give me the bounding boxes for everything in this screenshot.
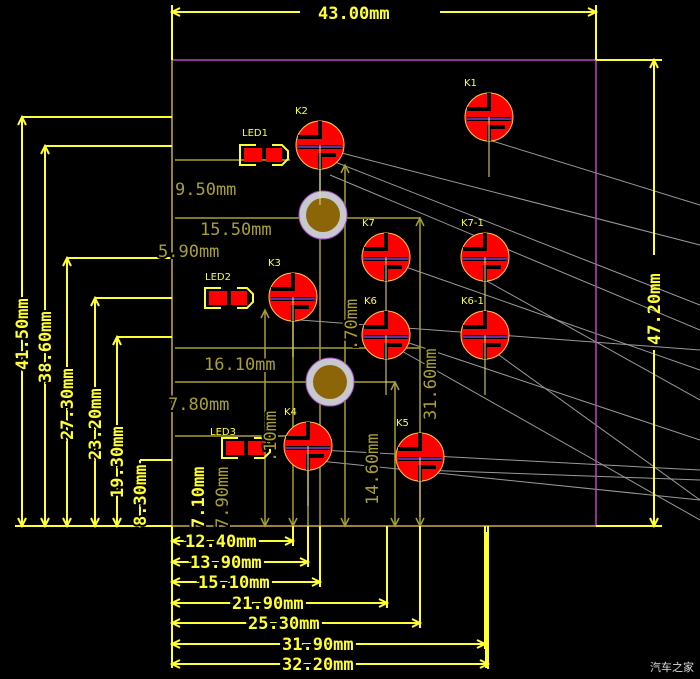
dimension-right-height: 47.20mm [645, 273, 665, 345]
switch-pad-k6-1 [460, 310, 510, 395]
ratsnest-line [319, 449, 700, 471]
ratsnest-line [329, 159, 700, 306]
arrowhead [260, 517, 270, 528]
arrowhead [17, 517, 27, 529]
arrowhead [390, 380, 400, 391]
pad-label-3: K7-1 [461, 218, 484, 229]
dimension-left-4: 19.30mm [108, 426, 128, 498]
dimension-left-1: 38.60mm [36, 311, 56, 383]
arrowhead [299, 557, 311, 567]
switch-pad-k5 [395, 432, 445, 517]
dimension-left-5: 8.30mm [131, 465, 151, 526]
arrowhead [62, 255, 72, 267]
ratsnest-lines [299, 139, 700, 521]
ratsnest-line [484, 344, 700, 501]
arrowhead [415, 216, 425, 227]
arrowhead [169, 7, 181, 17]
arrowhead [40, 517, 50, 529]
inner-dimension-2: 5.90mm [158, 242, 219, 262]
inner-vertical-dimension-0: .70mm [342, 299, 362, 350]
arrowhead [62, 517, 72, 529]
arrowhead [284, 536, 296, 546]
arrowhead [40, 143, 50, 155]
dimension-bottom-0: 12.40mm [185, 532, 257, 552]
led-label-1: LED1 [242, 128, 268, 139]
arrowhead [649, 57, 659, 69]
arrowhead [378, 598, 390, 608]
dimension-bottom-5: 31.90mm [282, 635, 354, 655]
switch-pad-k4 [283, 421, 333, 506]
ratsnest-line [399, 264, 700, 371]
ratsnest-line [399, 339, 700, 441]
ratsnest-line [309, 459, 700, 501]
arrowhead [340, 163, 350, 174]
arrowhead [135, 517, 145, 529]
arrowhead [90, 517, 100, 529]
ratsnest-line [419, 469, 700, 481]
arrowhead [390, 517, 400, 528]
dimension-lines [15, 5, 662, 669]
arrowhead [340, 517, 350, 528]
pad-label-5: K6 [364, 296, 377, 307]
led-footprint-2 [204, 287, 254, 309]
ratsnest-line [329, 149, 700, 246]
ratsnest-line [488, 139, 700, 206]
pad-label-4: K3 [268, 258, 281, 269]
switch-pad-k6 [361, 310, 411, 395]
dimension-bottom-4: 25.30mm [248, 614, 320, 634]
switch-pad-k1 [464, 92, 514, 177]
mounting-hole-drill [306, 198, 340, 232]
inner-dimension-0: 9.50mm [175, 180, 236, 200]
inner-vertical-dimension-4: 7.90mm [213, 467, 233, 528]
ratsnest-line [484, 279, 700, 401]
arrowhead [587, 7, 599, 17]
dimension-bottom-6: 32.20mm [282, 655, 354, 675]
led-label-3: LED3 [210, 427, 236, 438]
led-footprint-3 [221, 437, 271, 459]
arrowhead [649, 517, 659, 529]
mounting-hole-drill [313, 365, 347, 399]
inner-dimension-4: 7.80mm [168, 395, 229, 415]
inner-dimension-3: 16.10mm [204, 355, 276, 375]
inner-vertical-dimension-1: 31.60mm [421, 348, 441, 420]
switch-pad-k7 [361, 232, 411, 317]
dimension-bottom-2: 15.10mm [198, 573, 270, 593]
inner-vertical-dimension-2: .10mm [261, 411, 281, 462]
inner-vertical-dimension-5: 7.10mm [189, 467, 209, 528]
led-label-2: LED2 [205, 272, 231, 283]
dimension-left-0: 41.50mm [13, 298, 33, 370]
pad-label-0: K1 [464, 78, 477, 89]
dimension-left-2: 27.30mm [58, 368, 78, 440]
arrowhead [411, 618, 423, 628]
pad-label-6: K6-1 [461, 296, 484, 307]
switch-pad-k2 [295, 120, 345, 205]
dimension-bottom-1: 13.90mm [190, 553, 262, 573]
inner-dimension-1: 15.50mm [200, 220, 272, 240]
arrowhead [260, 308, 270, 319]
arrowhead [90, 295, 100, 307]
pad-label-8: K5 [396, 418, 409, 429]
led-footprint-1 [239, 144, 289, 166]
inner-vertical-dimension-3: 14.60mm [363, 433, 383, 505]
pad-label-7: K4 [284, 407, 297, 418]
dimension-left-3: 23.20mm [86, 388, 106, 460]
pad-label-2: K7 [362, 218, 375, 229]
switch-pad-k7-1 [460, 232, 510, 317]
switch-pad-k3 [268, 272, 318, 357]
ratsnest-line [399, 349, 700, 521]
arrowhead [311, 577, 323, 587]
arrowhead [17, 114, 27, 126]
dimension-bottom-3: 21.90mm [232, 594, 304, 614]
components [204, 92, 514, 517]
arrowhead [112, 517, 122, 529]
ratsnest-line [329, 174, 700, 331]
arrowhead [112, 334, 122, 346]
watermark: 汽车之家 [650, 661, 694, 674]
dimension-top-width: 43.00mm [318, 4, 390, 24]
pad-label-1: K2 [295, 106, 308, 117]
